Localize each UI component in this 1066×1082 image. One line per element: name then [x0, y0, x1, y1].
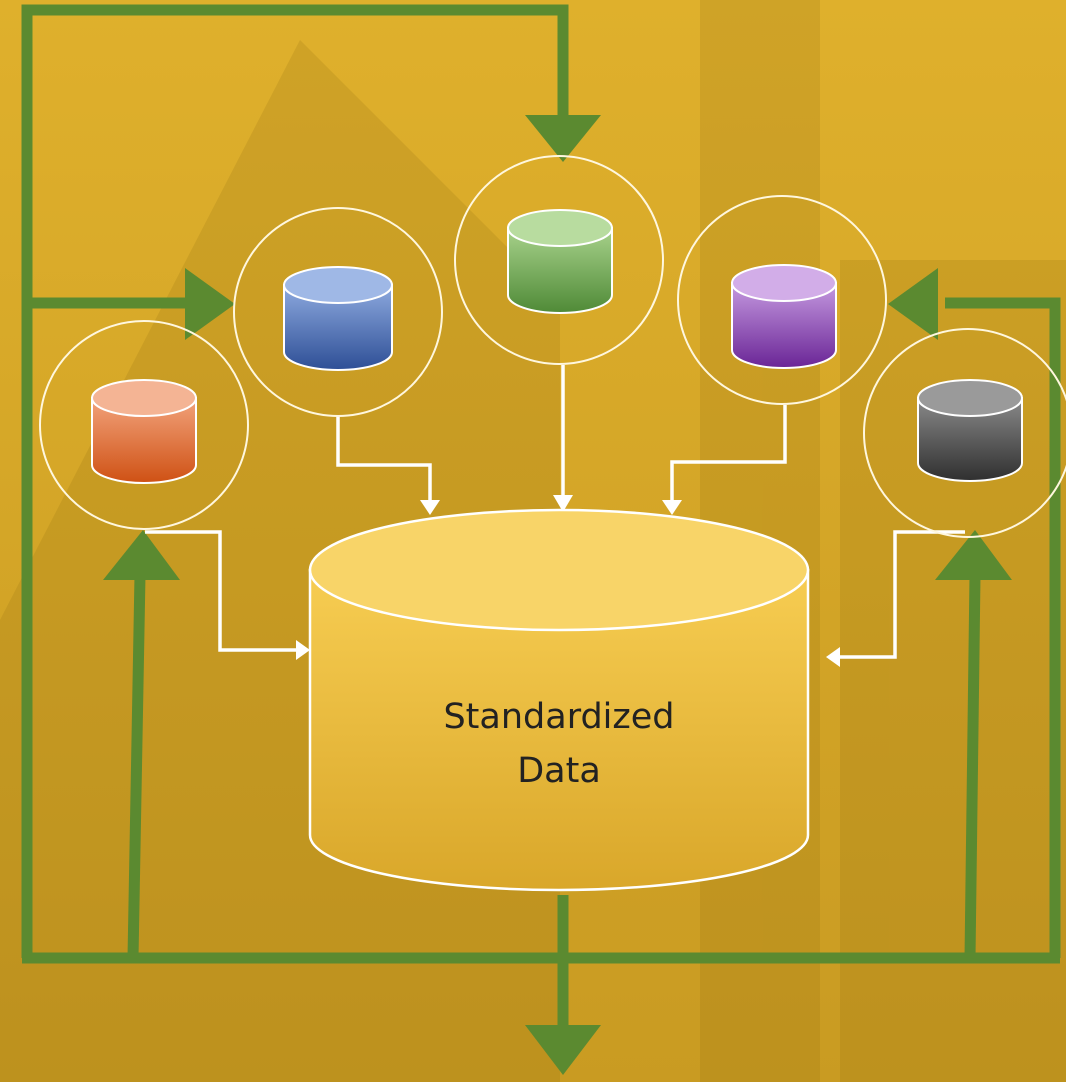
- right-feedback-line: [945, 297, 1061, 958]
- up-to-dark-line: [964, 574, 981, 959]
- arrowhead-dark-source: [935, 530, 1012, 580]
- green-source-database-icon: [507, 209, 613, 314]
- top-feedback-line: [21, 4, 569, 958]
- arrowhead-output: [525, 1025, 601, 1075]
- source-circles: [39, 155, 1066, 538]
- flow-arrowheads: [103, 115, 1012, 1075]
- up-to-orange-line: [127, 574, 146, 959]
- arrowhead-green-source: [525, 115, 601, 162]
- flow-arrows: [21, 4, 1061, 1030]
- arrowhead-purple-source: [888, 268, 938, 340]
- connector-lines: [145, 365, 965, 659]
- connector-arrowheads: [296, 495, 840, 667]
- center-label-line-2: Data: [517, 751, 601, 791]
- blue-source-database-icon: [283, 266, 393, 371]
- purple-source-database-icon: [731, 264, 837, 369]
- center-label-line-1: Standardized: [443, 697, 674, 737]
- arrowhead-orange-source: [103, 530, 180, 580]
- orange-source-database-icon: [91, 379, 197, 484]
- dark-source-database-icon: [917, 379, 1023, 482]
- arrowhead-blue-source: [185, 268, 235, 340]
- standardized-data-database-icon: [308, 508, 810, 892]
